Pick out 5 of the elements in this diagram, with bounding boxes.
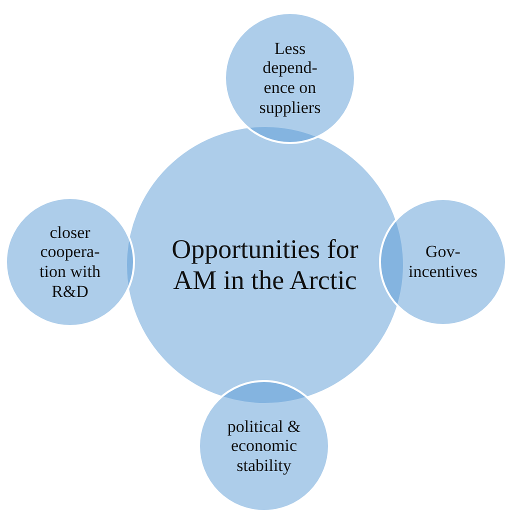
node-label: closer coopera- tion with R&D bbox=[38, 222, 102, 302]
node-label: Less depend- ence on suppliers bbox=[258, 38, 322, 118]
node-label: Opportunities for AM in the Arctic bbox=[170, 234, 360, 296]
node-label: political & economic stability bbox=[226, 416, 302, 476]
node-label: Gov- incentives bbox=[408, 242, 478, 282]
